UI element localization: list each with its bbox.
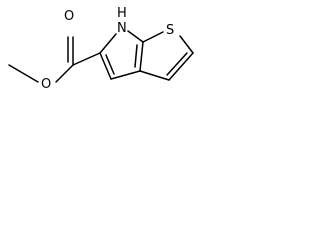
bond-methyl-ether-oxygen bbox=[8, 64, 39, 83]
bond-carbonyl-ring bbox=[72, 52, 101, 66]
atom-label-carbonyl-oxygen: O bbox=[64, 9, 74, 24]
bond-c6a-s bbox=[142, 31, 164, 43]
atom-label-nh-hydrogen: H bbox=[117, 6, 127, 21]
bond-c3-c3a bbox=[139, 70, 170, 81]
bond-s-c2 bbox=[179, 35, 194, 54]
bond-c5-c4-inner bbox=[105, 54, 115, 75]
bond-c2-c3-inner bbox=[166, 52, 188, 76]
bond-c5-n bbox=[99, 33, 117, 54]
bond-c3a-c6a-inner bbox=[134, 44, 138, 68]
bond-c2-c3 bbox=[168, 52, 194, 81]
atom-label-sulfur: S bbox=[166, 23, 174, 38]
bond-c5-c4 bbox=[99, 52, 112, 80]
bond-c4-c3a bbox=[110, 70, 141, 80]
bond-ether-oxygen-carbonyl bbox=[55, 64, 74, 83]
bond-c3a-c6a bbox=[139, 41, 144, 72]
atom-label-nitrogen: N bbox=[117, 21, 127, 36]
molecule-structure: O O H N S bbox=[8, 6, 194, 92]
atom-label-ether-oxygen: O bbox=[41, 77, 51, 92]
bond-n-c6a bbox=[127, 30, 144, 43]
